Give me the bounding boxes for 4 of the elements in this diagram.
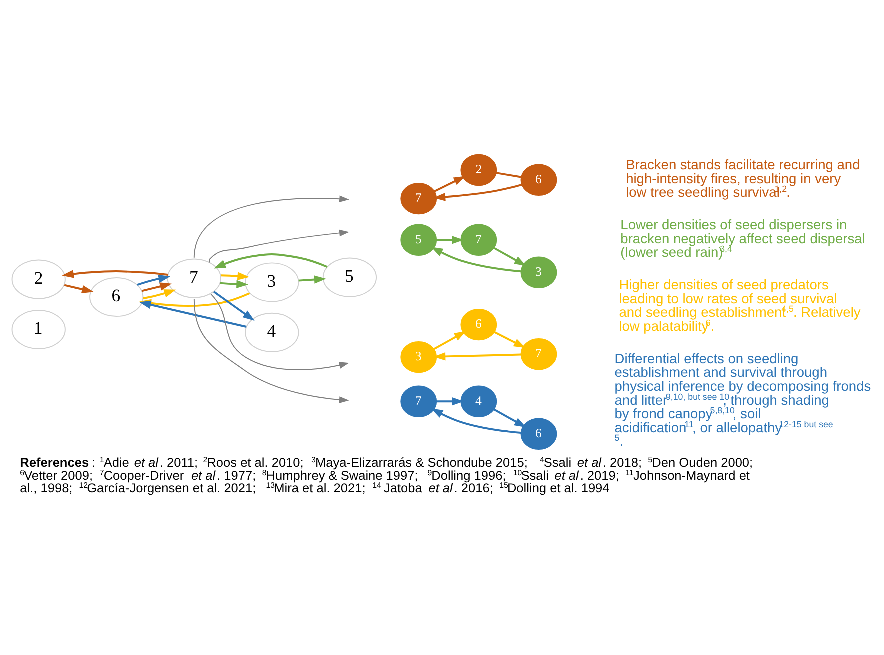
label: Bracken stands facilitate recurring and high-intensity fires, resulting in very low tree seedling survival$^{1,2}$. [626,157,860,200]
label: Lower densities of seed dispersers in bracken negatively affect seed dispersal (lower seed rain)$^{3,4}$ [620,218,866,260]
caption: References: $^{1}$Adie et al. 2011; $^{2}$Roos et al. 2010; $^{3}$Maya-Elizarrarás & Schondube 2015; $^{4}$Ssali et al. 2018; $^{5}$Den Ouden 2000; $^{6}$Vetter 2009; $^{7}$Cooper-Driver et al. 1977; $^{8}$Humphrey & Swaine 1997; $^{9}$Dolling 1996; $^{10}$Ssali et al. 2019; $^{11}$Johnson-Maynard et al., 1998; $^{12}$García-Jorgensen et al. 2021; $^{13}$Mira et al. 2021; $^{14}$ Jatoba et al. 2016; $^{15}$Dolling et al. 1994 [20,454,754,496]
label: Differential effects on seedling establishment and survival through physical inference by decomposing fronds and litter$^{9,10, but see 10}$, through shading by frond canopy$^{5,8,10}$, soil acidification$^{11}$, or allelopathy$^{12-15 but see}$ $^{5}$. [614,351,872,450]
